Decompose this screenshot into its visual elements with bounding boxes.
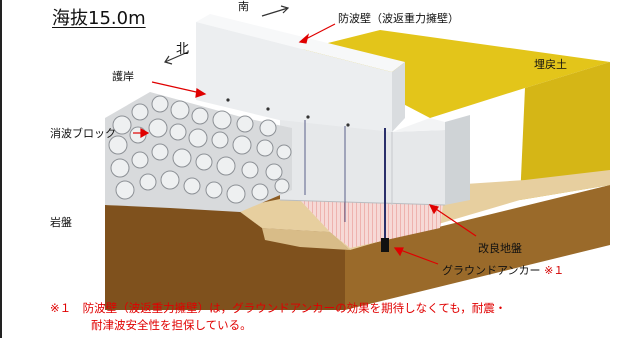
bedrock-right (345, 185, 610, 310)
wall-side-face (392, 62, 405, 132)
north-label: 北 (176, 42, 190, 57)
ground-anchor-text: グラウンドアンカー (442, 264, 541, 277)
wall-base-front (280, 120, 445, 205)
ground-anchor-label: グラウンドアンカー ※１ (442, 262, 564, 278)
tetrapod-pattern (108, 95, 292, 204)
wall-base-side (445, 115, 470, 205)
sand-layer-front (262, 228, 350, 250)
revetment-label: 護岸 (112, 70, 134, 83)
elevation-label: 海抜15.0m (52, 8, 146, 29)
ground-anchor-note-mark: ※１ (544, 264, 565, 277)
footnote-line-2: 耐津波安全性を担保している。 (91, 318, 252, 332)
south-label: 南 (238, 0, 249, 13)
north-arrow (164, 51, 189, 63)
seawall-label: 防波壁（波返重力擁壁） (338, 12, 459, 25)
backfill-label: 埋戻土 (534, 58, 567, 71)
ground-anchor-head (381, 238, 389, 252)
wall-top-face (196, 14, 405, 72)
left-border-line (0, 0, 2, 338)
footnote-line-1: ※１ 防波壁（波返重力擁壁）は，グラウンドアンカーの効果を期待しなくても，耐震・ (50, 301, 507, 315)
wall-base-step (392, 118, 445, 132)
footnote: ※１ 防波壁（波返重力擁壁）は，グラウンドアンカーの効果を期待しなくても，耐震・… (50, 300, 620, 334)
wall-front-face (196, 22, 392, 132)
wave-blocks-label: 消波ブロック (50, 127, 116, 140)
bedrock-label: 岩盤 (50, 216, 72, 229)
improved-ground (300, 190, 445, 248)
backfill-soil-top (300, 30, 610, 118)
improved-ground-label: 改良地盤 (478, 242, 522, 255)
south-arrow (261, 7, 289, 17)
backfill-soil-side (520, 62, 610, 200)
